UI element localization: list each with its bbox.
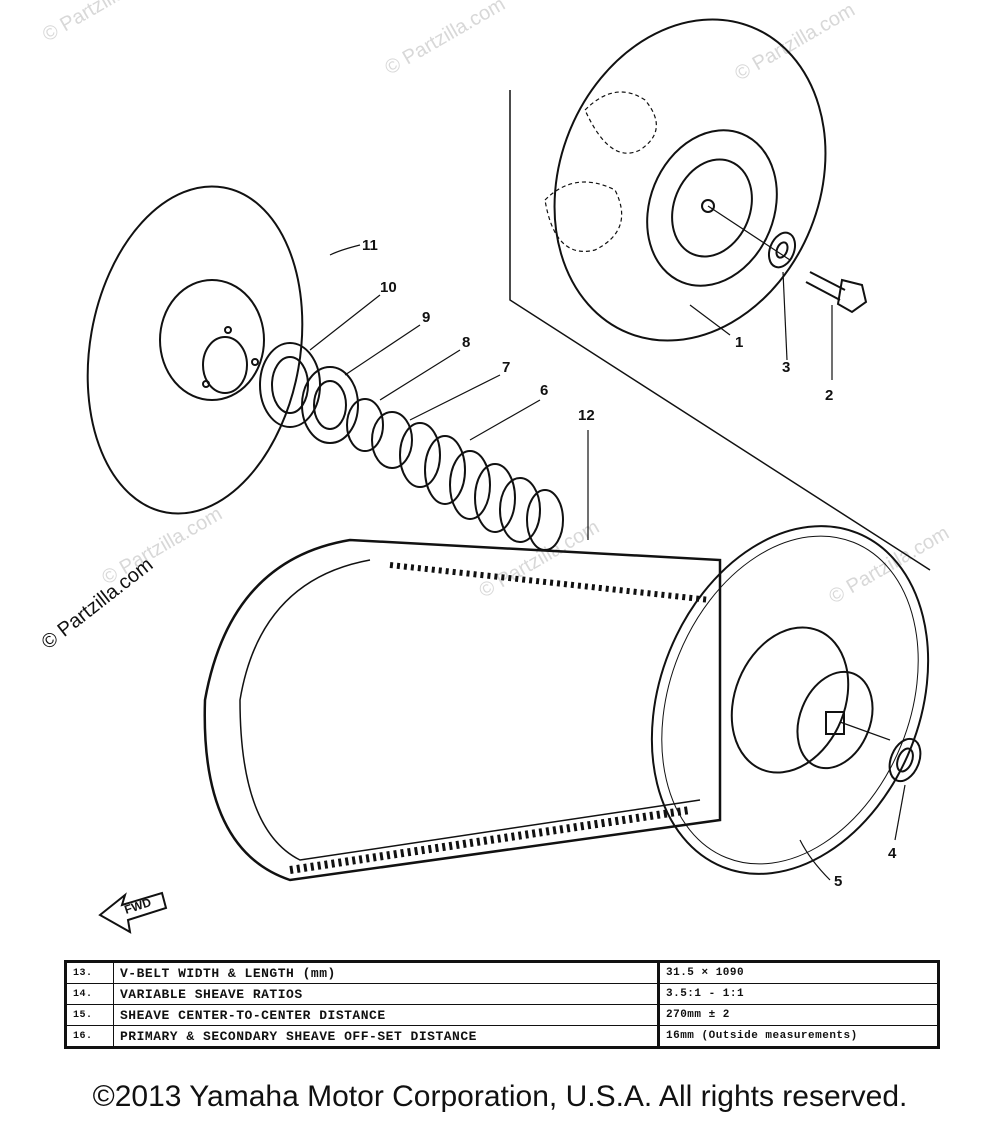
watermark: © Partzilla.com xyxy=(825,522,953,608)
table-row: 15. SHEAVE CENTER-TO-CENTER DISTANCE 270… xyxy=(65,1004,939,1026)
spec-num: 15. xyxy=(65,1004,114,1026)
callout-2: 2 xyxy=(825,387,833,404)
watermark: © Partzilla.com xyxy=(381,0,509,79)
part-1-fixed-sheave xyxy=(509,18,931,571)
spec-num: 14. xyxy=(65,983,114,1005)
callout-9: 9 xyxy=(422,309,430,326)
part-7-spacer xyxy=(371,411,413,469)
part-8-spring-seat xyxy=(346,398,384,452)
spec-value: 31.5 × 1090 xyxy=(657,961,939,984)
callout-10: 10 xyxy=(380,279,397,296)
part-10-bushing xyxy=(259,342,321,428)
watermark: © Partzilla.com xyxy=(39,0,167,46)
part-9-cam xyxy=(301,366,359,444)
part-11-sliding-sheave xyxy=(86,185,304,515)
spec-desc: VARIABLE SHEAVE RATIOS xyxy=(113,983,659,1005)
spec-value: 16mm (Outside measurements) xyxy=(657,1025,939,1048)
callout-5: 5 xyxy=(834,873,842,890)
exploded-parts-diagram: © Partzilla.com © Partzilla.com © Partzi… xyxy=(38,0,953,934)
callout-1: 1 xyxy=(735,334,743,351)
callout-7: 7 xyxy=(502,359,510,376)
part-6-spring xyxy=(399,422,564,551)
callout-11: 11 xyxy=(362,237,378,254)
table-row: 13. V-BELT WIDTH & LENGTH (mm) 31.5 × 10… xyxy=(65,961,939,984)
callout-12: 12 xyxy=(578,407,595,424)
copyright-notice: ©2013 Yamaha Motor Corporation, U.S.A. A… xyxy=(92,1080,908,1113)
spec-value: 3.5:1 - 1:1 xyxy=(657,983,939,1005)
watermark-layer: © Partzilla.com © Partzilla.com © Partzi… xyxy=(39,0,953,608)
callout-3: 3 xyxy=(782,359,790,376)
watermark: © Partzilla.com xyxy=(731,0,859,85)
spec-table: 13. V-BELT WIDTH & LENGTH (mm) 31.5 × 10… xyxy=(64,960,940,1049)
callouts: 1 2 3 4 5 6 7 8 9 10 11 12 xyxy=(362,237,897,890)
part-4-washer xyxy=(888,737,922,783)
spec-desc: SHEAVE CENTER-TO-CENTER DISTANCE xyxy=(113,1004,659,1026)
fwd-arrow-icon: FWD xyxy=(98,891,168,934)
spec-value: 270mm ± 2 xyxy=(657,1004,939,1026)
watermark: © Partzilla.com xyxy=(475,516,603,602)
spec-desc: PRIMARY & SECONDARY SHEAVE OFF-SET DISTA… xyxy=(113,1025,659,1048)
part-2-bolt xyxy=(805,271,868,314)
leader-lines xyxy=(309,244,906,881)
spec-num: 16. xyxy=(65,1025,114,1048)
callout-6: 6 xyxy=(540,382,548,399)
spec-num: 13. xyxy=(65,961,114,984)
part-3-washer xyxy=(767,231,797,269)
table-row: 16. PRIMARY & SECONDARY SHEAVE OFF-SET D… xyxy=(65,1025,939,1048)
part-12-v-belt xyxy=(203,538,722,882)
watermark-side: © Partzilla.com xyxy=(38,554,158,654)
callout-4: 4 xyxy=(888,845,897,862)
table-row: 14. VARIABLE SHEAVE RATIOS 3.5:1 - 1:1 xyxy=(65,983,939,1005)
callout-8: 8 xyxy=(462,334,470,351)
spec-desc: V-BELT WIDTH & LENGTH (mm) xyxy=(113,961,659,984)
